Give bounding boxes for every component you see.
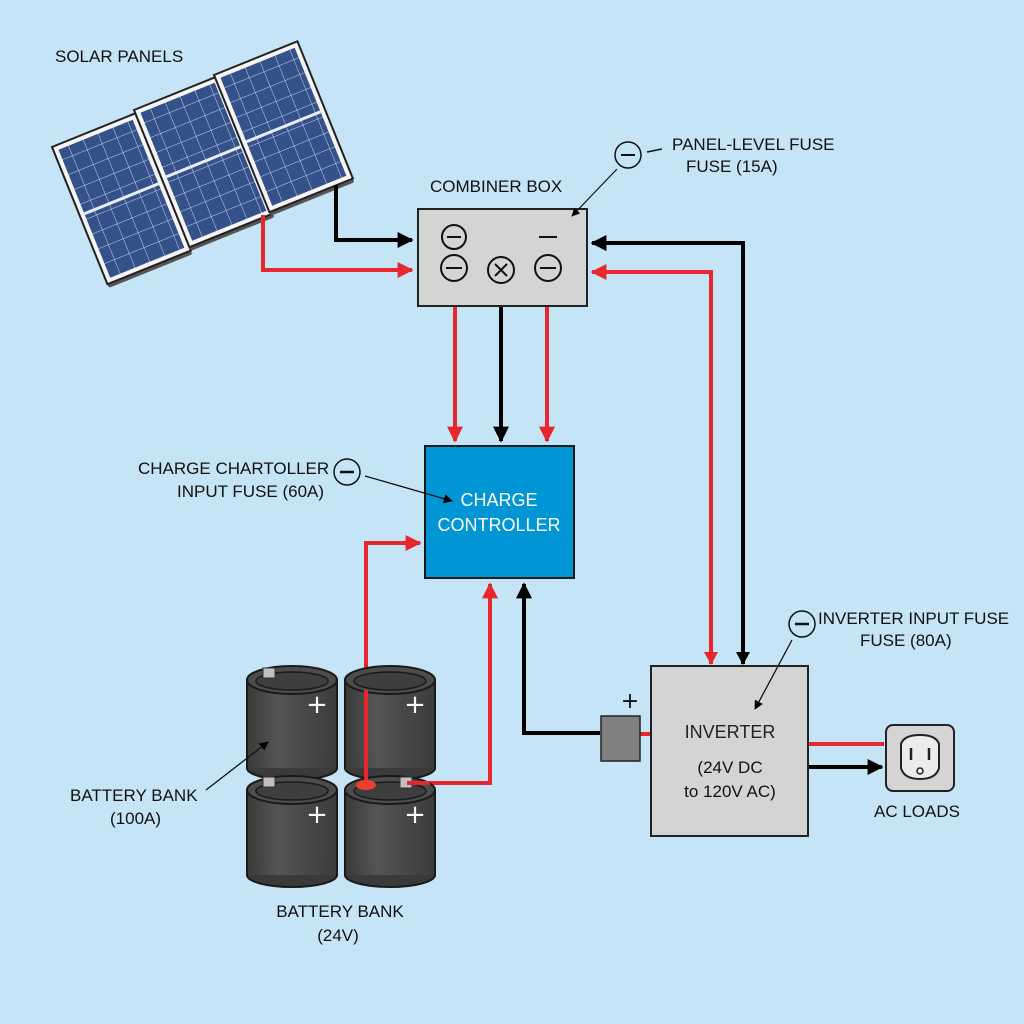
fuse-minus-icon — [788, 610, 816, 638]
cc-fuse-callout: CHARGE CHARTOLLER INPUT FUSE (60A) — [138, 458, 453, 504]
charge-controller-label-1: CHARGE — [460, 490, 537, 510]
inverter-fuse-callout: INVERTER INPUT FUSE FUSE (80A) — [754, 609, 1009, 710]
fuse-minus-icon — [534, 254, 562, 282]
solar-panel-1 — [50, 111, 193, 288]
battery: + — [344, 665, 436, 781]
fuse-x-icon — [487, 256, 515, 284]
cc-fuse-label-2: INPUT FUSE (60A) — [177, 482, 324, 501]
fuse-minus-icon — [441, 224, 467, 250]
plus-icon: + — [306, 690, 328, 720]
battery-bank-label-1: BATTERY BANK — [276, 902, 404, 921]
battery: + — [246, 775, 338, 888]
plus-icon: + — [404, 800, 426, 830]
plus-icon: + — [621, 689, 639, 714]
wire-cc-fuse-neg — [516, 582, 600, 735]
battery-callout: BATTERY BANK (100A) — [70, 741, 269, 828]
battery-callout-label-1: BATTERY BANK — [70, 786, 198, 805]
wire-inverter-combiner-pos — [590, 264, 713, 664]
ac-outlet — [885, 724, 955, 792]
combiner-box-label: COMBINER BOX — [430, 177, 562, 196]
battery: + — [246, 665, 338, 781]
fuse-minus-icon — [614, 141, 642, 169]
inverter-fuse-label-2: FUSE (80A) — [860, 631, 952, 650]
solar-panels-label: SOLAR PANELS — [55, 47, 183, 66]
wire-battery-cc-pos-b — [407, 582, 498, 785]
inverter-label-3: to 120V AC) — [684, 782, 776, 801]
inline-fuse: + — [600, 689, 641, 762]
inverter-fuse-label-1: INVERTER INPUT FUSE — [818, 609, 1009, 628]
battery-bank: + + + + — [246, 665, 436, 888]
charge-controller-label-2: CONTROLLER — [437, 515, 560, 535]
plus-icon: + — [306, 800, 328, 830]
cc-fuse-label-1: CHARGE CHARTOLLER — [138, 459, 329, 478]
fuse-minus-icon — [440, 254, 468, 282]
wire-panel-positive — [261, 215, 414, 278]
battery-terminal-positive — [356, 780, 376, 790]
battery-bank-label-2: (24V) — [317, 926, 359, 945]
wire-panel-negative — [334, 185, 414, 248]
panel-fuse-callout: PANEL-LEVEL FUSE FUSE (15A) — [571, 135, 835, 217]
inverter: INVERTER (24V DC to 120V AC) — [650, 665, 809, 837]
panel-fuse-label-2: FUSE (15A) — [686, 157, 778, 176]
wire-inverter-combiner-neg — [590, 235, 745, 664]
battery: + — [344, 775, 436, 888]
ac-loads-label: AC LOADS — [874, 802, 960, 821]
plus-icon: + — [404, 690, 426, 720]
solar-panel-2 — [132, 74, 275, 251]
combiner-box — [417, 208, 588, 307]
fuse-minus-icon — [333, 458, 361, 486]
inverter-label-2: (24V DC — [697, 758, 762, 777]
charge-controller: CHARGE CONTROLLER — [424, 445, 575, 579]
solar-panel-3 — [212, 39, 355, 216]
panel-fuse-label-1: PANEL-LEVEL FUSE — [672, 135, 835, 154]
battery-callout-label-2: (100A) — [110, 809, 161, 828]
inverter-label-1: INVERTER — [685, 722, 776, 742]
